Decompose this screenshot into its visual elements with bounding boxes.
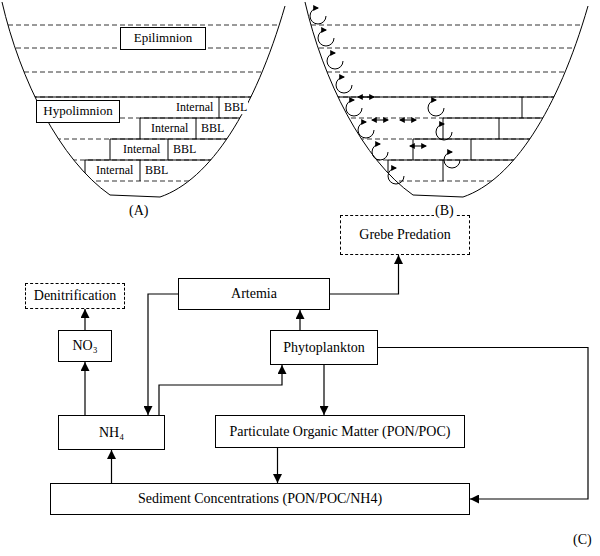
node-label: Epilimnion xyxy=(134,31,193,45)
node-label: Phytoplankton xyxy=(283,340,365,355)
layer-label: Internal xyxy=(150,122,189,135)
cell-line xyxy=(168,139,169,160)
cell-line xyxy=(196,118,197,139)
flow-arrow xyxy=(159,365,282,415)
cell-line xyxy=(388,160,595,161)
mixing-eddy xyxy=(318,30,334,46)
cell-line xyxy=(34,97,292,98)
cell-line xyxy=(471,139,472,160)
cell-line xyxy=(522,97,523,118)
layer-boundary xyxy=(303,72,595,73)
layer-label: Internal xyxy=(175,101,214,114)
mixing-eddy xyxy=(346,100,362,116)
lake-basin xyxy=(305,2,588,197)
mixing-eddy xyxy=(372,144,388,160)
node-label: NO₃ xyxy=(72,338,97,353)
node-label: Sediment Concentrations (PON/POC/NH4) xyxy=(138,491,382,506)
layer-label: Internal xyxy=(122,143,161,156)
layer-boundary xyxy=(303,48,595,49)
layer-boundary xyxy=(0,25,292,26)
exchange-arrow xyxy=(410,146,426,147)
panel-label: (A) xyxy=(128,203,149,218)
panel-label: (B) xyxy=(434,203,455,218)
layer-label: BBL xyxy=(144,164,169,177)
process-box: Sediment Concentrations (PON/POC/NH4) xyxy=(50,483,470,515)
flow-arrow xyxy=(299,310,300,330)
node-label: Particulate Organic Matter (PON/POC) xyxy=(230,424,451,439)
node-label: Grebe Predation xyxy=(359,227,450,242)
mixing-eddy xyxy=(358,122,374,138)
cell-line xyxy=(110,139,111,160)
cell-line xyxy=(443,160,444,181)
sink-box: Grebe Predation xyxy=(340,215,470,255)
layer-boundary xyxy=(303,160,595,161)
cell-line xyxy=(443,118,595,119)
mixing-eddy xyxy=(444,152,460,168)
cell-line xyxy=(85,160,292,161)
layer-label: BBL xyxy=(200,122,225,135)
cell-line xyxy=(34,97,35,118)
layer-boundary xyxy=(303,118,595,119)
flow-arrow xyxy=(148,294,178,415)
layer-boundary xyxy=(303,181,595,182)
cell-line xyxy=(413,139,414,160)
layer-box: Epilimnion xyxy=(120,27,206,50)
layer-box: Hypolimnion xyxy=(36,100,120,123)
mixing-eddy xyxy=(336,77,352,93)
layer-boundary xyxy=(0,97,292,98)
mixing-eddy xyxy=(388,168,404,184)
layer-boundary xyxy=(0,72,292,73)
node-label: Denitrification xyxy=(34,288,116,303)
node-label: NH₄ xyxy=(99,425,124,440)
mixing-eddy xyxy=(310,8,326,24)
cell-line xyxy=(140,118,141,139)
cell-line xyxy=(140,118,292,119)
cell-line xyxy=(219,97,220,118)
layer-label: BBL xyxy=(223,101,248,114)
flow-arrow xyxy=(84,362,85,415)
flow-arrow xyxy=(277,448,278,483)
process-box: NO₃ xyxy=(58,330,112,362)
layer-label: BBL xyxy=(172,143,197,156)
layer-boundary xyxy=(303,25,595,26)
layer-label: Internal xyxy=(95,164,134,177)
node-label: Artemia xyxy=(231,286,277,301)
flow-arrow xyxy=(330,255,399,294)
exchange-arrow xyxy=(400,120,416,121)
cell-line xyxy=(337,97,338,118)
layer-boundary xyxy=(303,97,595,98)
node-label: Hypolimnion xyxy=(43,104,112,118)
mixing-eddy xyxy=(428,100,444,116)
flow-arrow xyxy=(84,309,85,330)
mixing-symbols xyxy=(310,8,460,184)
cell-line xyxy=(443,118,444,139)
process-box: Artemia xyxy=(178,278,330,310)
exchange-arrow xyxy=(372,120,388,121)
layer-boundary xyxy=(0,181,292,182)
lake-basin xyxy=(2,2,285,197)
mixing-eddy xyxy=(436,124,452,140)
cell-line xyxy=(140,160,141,181)
cell-line xyxy=(85,160,86,181)
process-box: NH₄ xyxy=(58,415,165,450)
layer-boundary xyxy=(0,139,292,140)
panel-label: (C) xyxy=(572,532,593,547)
sink-box: Denitrification xyxy=(25,283,125,309)
cell-line xyxy=(337,97,595,98)
mixing-eddy xyxy=(327,53,343,69)
exchange-arrow xyxy=(358,97,374,98)
process-box: Particulate Organic Matter (PON/POC) xyxy=(215,415,465,448)
flow-arrow xyxy=(323,365,324,415)
layer-boundary xyxy=(0,160,292,161)
flow-arrow xyxy=(111,450,112,483)
cell-line xyxy=(110,139,292,140)
process-box: Phytoplankton xyxy=(270,330,378,365)
layer-lines xyxy=(0,25,292,181)
cell-line xyxy=(499,118,500,139)
layer-lines xyxy=(303,25,595,181)
